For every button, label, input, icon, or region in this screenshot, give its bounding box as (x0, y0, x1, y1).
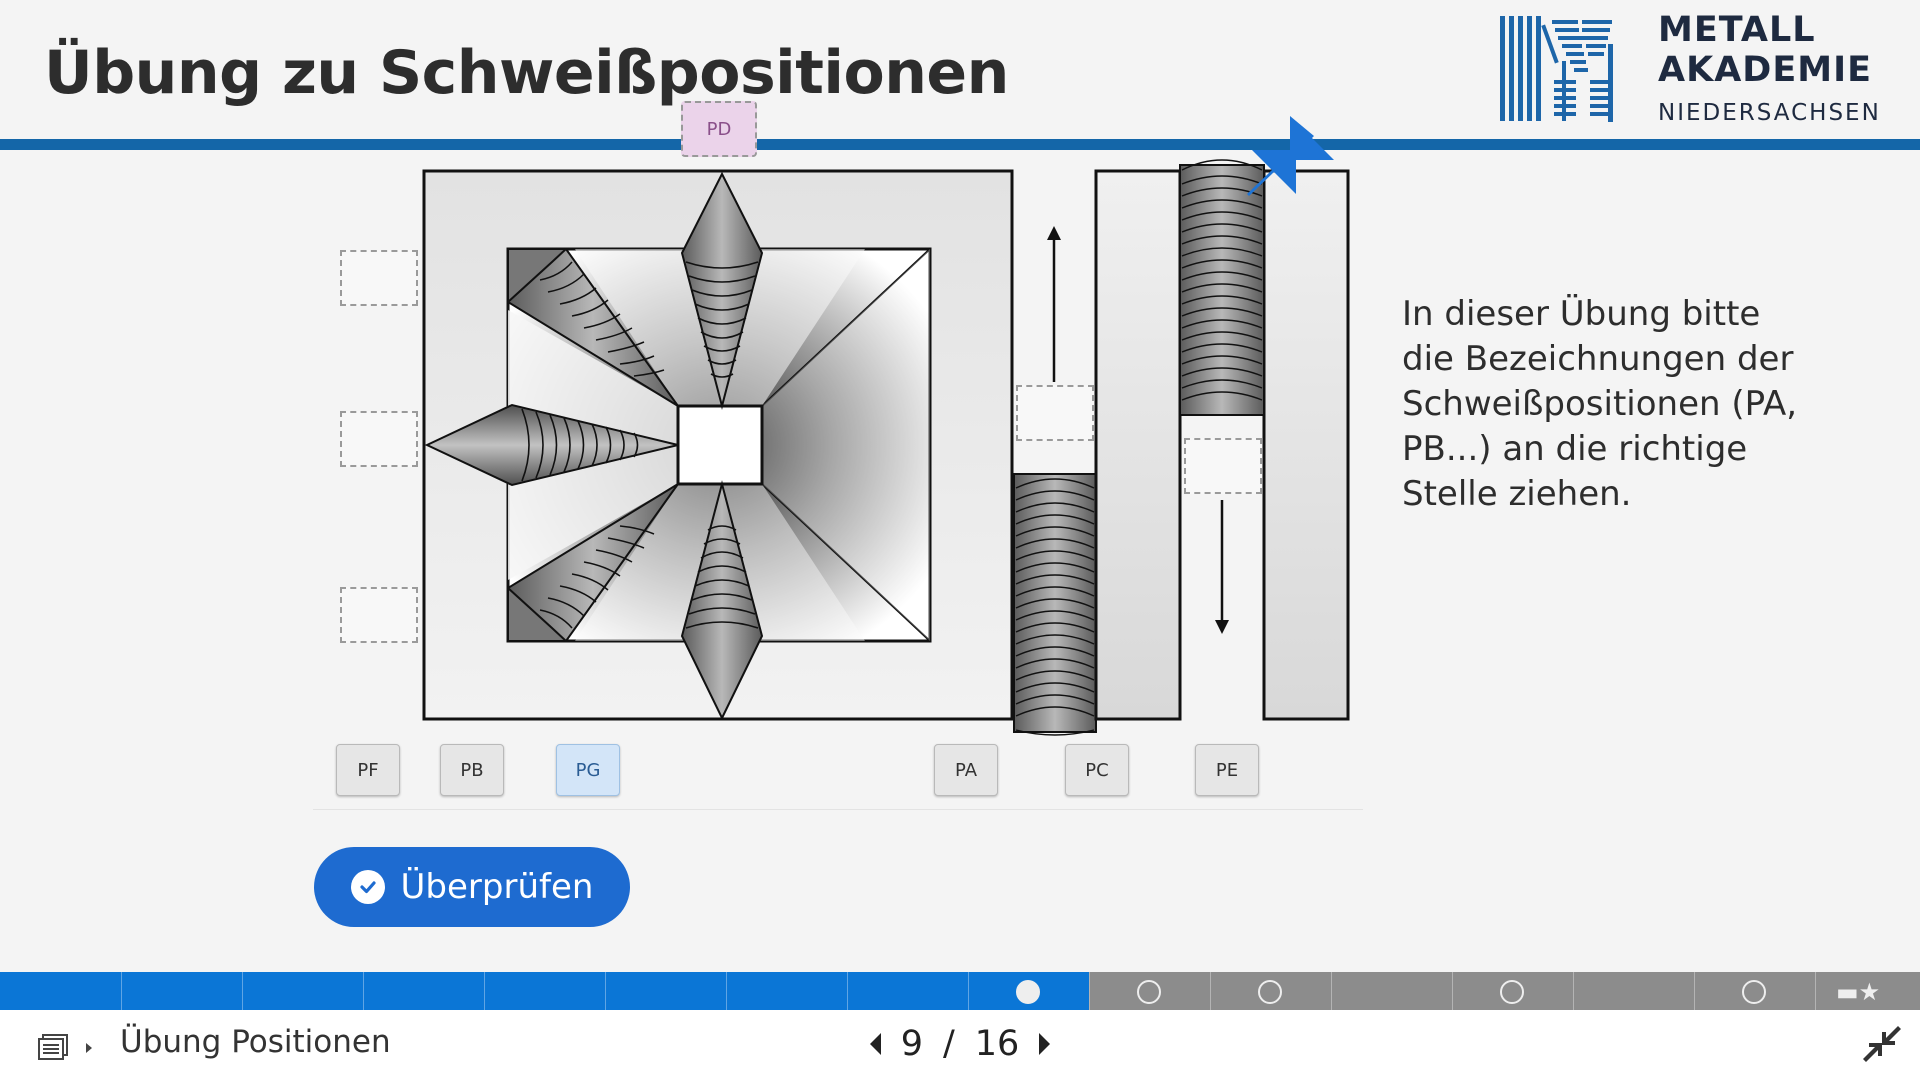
progress-dot[interactable] (1258, 980, 1282, 1004)
chevron-right-icon (86, 1043, 92, 1053)
drop-zone-left-middle[interactable] (340, 411, 418, 467)
progress-segment-divider (1089, 972, 1090, 1010)
progress-segment-divider (1331, 972, 1332, 1010)
drop-zone-vertical-up[interactable] (1016, 385, 1094, 441)
progress-dot[interactable] (1742, 980, 1766, 1004)
chip-pe[interactable]: PE (1195, 744, 1259, 796)
chip-pb[interactable]: PB (440, 744, 504, 796)
instruction-text: In dieser Übung bitte die Bezeichnungen … (1402, 294, 1798, 514)
progress-dot[interactable] (1137, 980, 1161, 1004)
minimize-arrows-icon (1247, 114, 1336, 196)
page-total: 16 (974, 1024, 1020, 1064)
progress-segment-divider (726, 972, 727, 1010)
progress-segment-divider (1815, 972, 1816, 1010)
drop-zone-vertical-down[interactable] (1184, 438, 1262, 494)
progress-segment-divider (1573, 972, 1574, 1010)
progress-segment-divider (1452, 972, 1453, 1010)
page-separator: / (942, 1024, 955, 1064)
logo: METALL AKADEMIE NIEDERSACHSEN (1500, 10, 1900, 130)
bottom-navigation-bar: Übung Positionen 9 / 16 (0, 1010, 1920, 1080)
chip-pc[interactable]: PC (1065, 744, 1129, 796)
breadcrumb[interactable]: Übung Positionen (120, 1024, 391, 1060)
page-title: Übung zu Schweißpositionen (44, 38, 1009, 108)
check-button[interactable]: Überprüfen (314, 847, 630, 927)
menu-icon[interactable] (38, 1034, 68, 1064)
chip-pg[interactable]: PG (556, 744, 620, 796)
logo-line2: AKADEMIE (1658, 50, 1873, 90)
chip-pd-placed[interactable]: PD (681, 101, 757, 157)
progress-segment-divider (242, 972, 243, 1010)
next-page-icon[interactable] (1039, 1033, 1051, 1055)
chip-pa[interactable]: PA (934, 744, 998, 796)
progress-segment-divider (1694, 972, 1695, 1010)
collapse-icon[interactable] (1862, 1024, 1902, 1068)
progress-segment-divider (968, 972, 969, 1010)
progress-segment-divider (605, 972, 606, 1010)
page-navigator: 9 / 16 (860, 1024, 1060, 1064)
progress-dot[interactable] (1016, 980, 1040, 1004)
drop-zone-left-top[interactable] (340, 250, 418, 306)
progress-segment-divider (847, 972, 848, 1010)
progress-segment-divider (363, 972, 364, 1010)
check-icon (350, 870, 385, 904)
progress-segment-divider (1210, 972, 1211, 1010)
progress-dot[interactable] (1500, 980, 1524, 1004)
check-button-label: Überprüfen (400, 867, 594, 907)
progress-fill (0, 972, 1089, 1010)
progress-end-star-icon: ▬★ (1836, 978, 1881, 1006)
page-current: 9 (900, 1024, 923, 1064)
progress-bar[interactable]: ▬★ (0, 972, 1920, 1010)
chip-pf[interactable]: PF (336, 744, 400, 796)
progress-segment-divider (484, 972, 485, 1010)
drop-zone-left-bottom[interactable] (340, 587, 418, 643)
header-divider (0, 139, 1920, 150)
logo-line1: METALL (1658, 10, 1816, 50)
logo-mark-icon (1500, 16, 1613, 122)
logo-line3: NIEDERSACHSEN (1658, 100, 1881, 126)
chip-tray-divider (313, 809, 1363, 810)
prev-page-icon[interactable] (869, 1033, 881, 1055)
progress-segment-divider (121, 972, 122, 1010)
